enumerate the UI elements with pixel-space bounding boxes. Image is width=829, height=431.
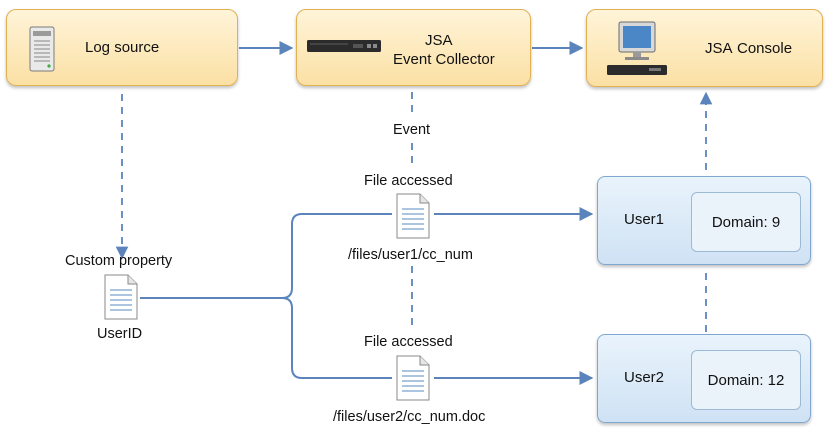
user2-node[interactable]: User2 Domain: 12 xyxy=(597,334,811,423)
document-icon xyxy=(104,274,138,320)
log-source-label: Log source xyxy=(85,39,160,56)
computer-icon xyxy=(607,21,667,75)
bracket-lower xyxy=(281,297,392,379)
user-name-label: User1 xyxy=(624,211,665,228)
domain-box: Domain: 9 xyxy=(691,192,801,252)
console-node[interactable]: JSA Console xyxy=(586,9,823,87)
file-accessed-label-2: File accessed xyxy=(364,334,453,350)
log-source-node[interactable]: Log source xyxy=(6,9,238,86)
userid-label: UserID xyxy=(97,326,143,342)
server-icon xyxy=(29,26,55,72)
bracket-upper xyxy=(281,213,392,299)
custom-property-label: Custom property xyxy=(65,253,173,269)
appliance-icon xyxy=(307,40,381,52)
file-accessed-label-1: File accessed xyxy=(364,173,453,189)
event-label: Event xyxy=(393,122,431,138)
collector-title: JSA xyxy=(425,32,453,49)
document-icon xyxy=(396,355,430,401)
user1-node[interactable]: User1 Domain: 9 xyxy=(597,176,811,265)
console-label: Console xyxy=(737,40,793,57)
user-name-label: User2 xyxy=(624,369,665,386)
file-path-1: /files/user1/cc_num xyxy=(348,247,473,263)
collector-subtitle: Event Collector xyxy=(393,51,495,68)
file-path-2: /files/user2/cc_num.doc xyxy=(333,409,486,425)
console-label-jsa: JSA xyxy=(705,40,733,57)
domain-box: Domain: 12 xyxy=(691,350,801,410)
event-collector-node[interactable]: JSA Event Collector xyxy=(296,9,531,86)
document-icon xyxy=(396,193,430,239)
